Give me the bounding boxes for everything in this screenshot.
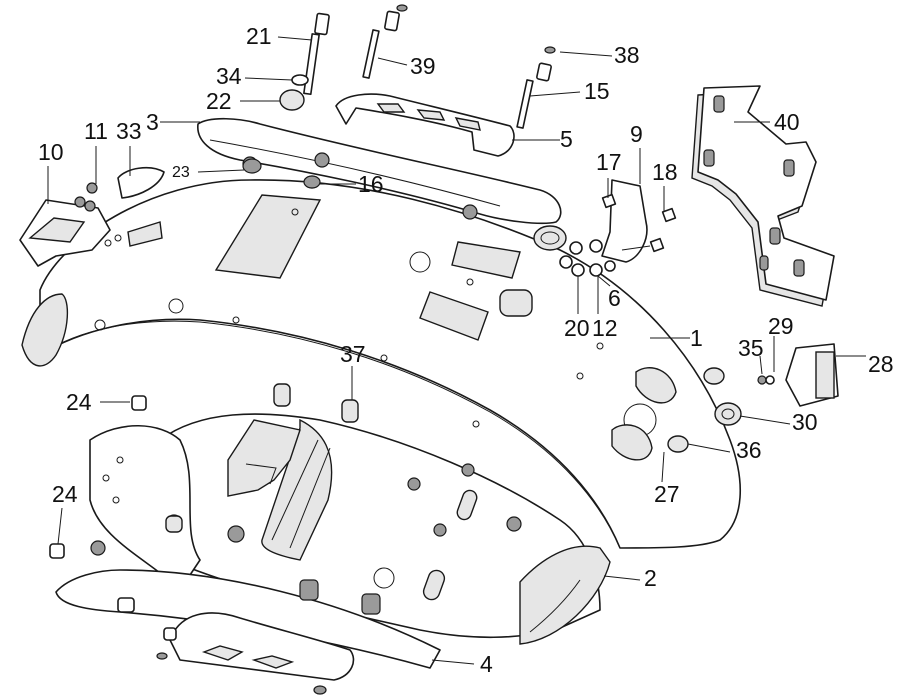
callout-27: 27 (654, 481, 680, 507)
callout-30: 30 (792, 409, 818, 435)
callout-10: 10 (38, 139, 64, 165)
callout-38: 38 (614, 42, 640, 68)
leader-lines (47, 36, 866, 665)
callout-15: 15 (584, 78, 610, 104)
callout-16: 16 (358, 171, 384, 197)
callout-6: 6 (608, 285, 621, 311)
left-bracket-part (19, 166, 165, 267)
callout-34: 34 (216, 63, 242, 89)
fasteners-group (49, 4, 677, 695)
callout-18: 18 (652, 159, 678, 185)
callout-22: 22 (206, 88, 232, 114)
callout-17: 17 (596, 149, 622, 175)
callout-36: 36 (736, 437, 762, 463)
reflector-part (667, 343, 839, 453)
callout-20: 20 (564, 315, 590, 341)
callout-40: 40 (774, 109, 800, 135)
rear-fender-part (21, 179, 742, 549)
callout-12: 12 (592, 315, 618, 341)
callout-9: 9 (630, 121, 643, 147)
callout-24-upper: 24 (66, 389, 92, 415)
callout-2: 2 (644, 565, 657, 591)
callout-29: 29 (768, 313, 794, 339)
callout-33: 33 (116, 118, 142, 144)
license-plate-bracket-part (691, 85, 835, 307)
callout-23: 23 (172, 164, 190, 181)
callout-4: 4 (480, 651, 493, 677)
inner-fender-part (152, 413, 611, 645)
callout-11: 11 (84, 118, 108, 144)
callout-39: 39 (410, 53, 436, 79)
callout-labels: 21 39 38 34 15 22 40 3 11 33 5 9 10 17 2… (38, 23, 894, 677)
callout-35: 35 (738, 335, 764, 361)
callout-37: 37 (340, 341, 366, 367)
callout-1: 1 (690, 325, 703, 351)
callout-21: 21 (246, 23, 272, 49)
callout-3: 3 (146, 109, 159, 135)
callout-5: 5 (560, 126, 573, 152)
callout-24-lower: 24 (52, 481, 78, 507)
callout-28: 28 (868, 351, 894, 377)
